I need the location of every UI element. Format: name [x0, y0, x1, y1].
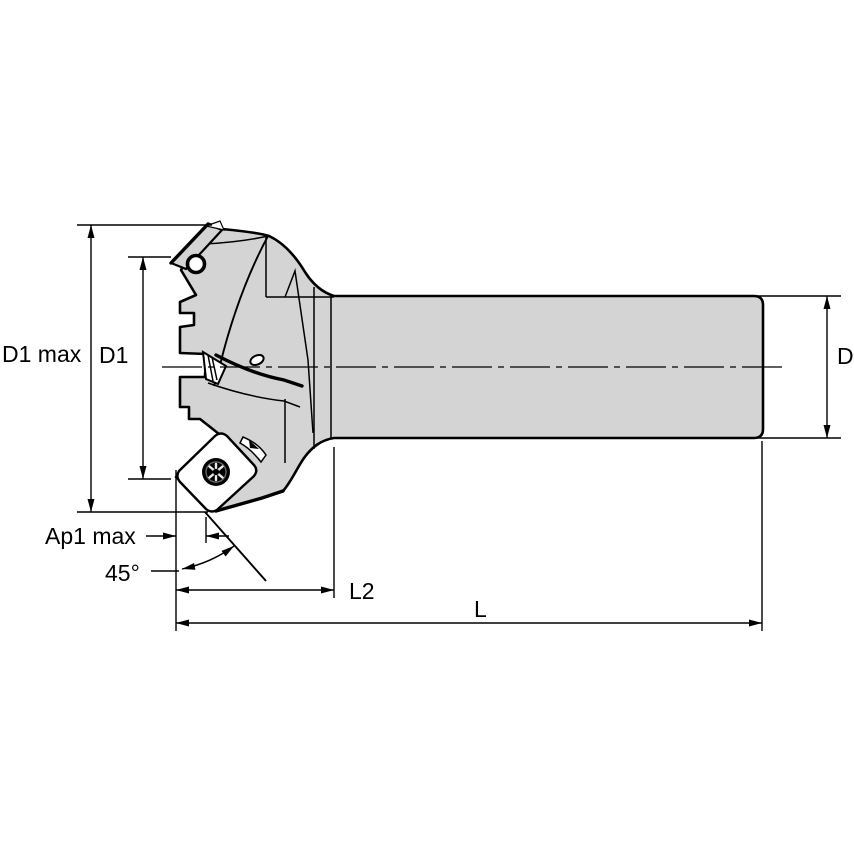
bottom-insert [176, 432, 258, 513]
middle-insert [201, 350, 228, 386]
torx-screw [202, 458, 230, 486]
milling-cutter-body [169, 220, 765, 513]
label-d: D [837, 343, 854, 369]
dimension-d: D [757, 295, 854, 439]
dimension-l: L [176, 441, 763, 631]
label-angle: 45° [105, 560, 140, 586]
top-insert-screw-hole [185, 253, 207, 275]
chamfer-construction-line [204, 511, 267, 582]
dimensions: D1 max D1 D Ap1 max [2, 224, 854, 631]
dimension-chamfer-angle: 45° [105, 511, 267, 586]
top-insert [169, 220, 226, 275]
label-d1-max: D1 max [2, 341, 82, 367]
dimension-l2: L2 [176, 447, 375, 604]
dimension-d1: D1 [99, 256, 171, 480]
body-detail-lines [204, 235, 334, 513]
label-ap1-max: Ap1 max [45, 523, 136, 549]
dimension-ap1-max: Ap1 max [45, 517, 229, 549]
label-d1: D1 [99, 342, 128, 368]
side-screw-hole [249, 353, 265, 367]
label-l: L [474, 596, 487, 622]
insert-seat-edge [239, 436, 267, 464]
dimension-d1-max: D1 max [2, 224, 212, 513]
label-l2: L2 [349, 578, 375, 604]
